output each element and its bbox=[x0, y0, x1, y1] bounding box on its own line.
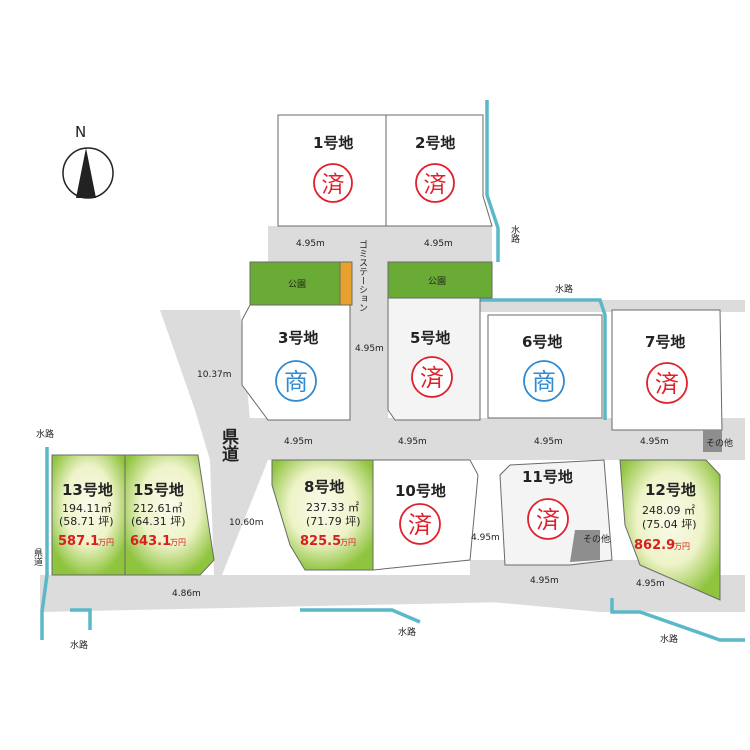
waterway-label-south-mid: 水路 bbox=[398, 626, 416, 638]
lot-12-area: 248.09 ㎡ bbox=[642, 504, 695, 517]
lot-13-unit: 万円 bbox=[98, 538, 114, 547]
other-label-lot11: その他 bbox=[583, 533, 610, 545]
lot-12-price: 862.9 bbox=[634, 538, 675, 553]
lot-3-status-text: 商 bbox=[284, 368, 308, 396]
lot-15-unit: 万円 bbox=[170, 538, 186, 547]
lot-3-status-mark: 商 bbox=[275, 360, 317, 402]
lot-11-label: 11号地 bbox=[522, 468, 573, 486]
garbage-station-label: ゴミステーション bbox=[357, 239, 367, 312]
waterway-label-south-left: 水路 bbox=[70, 639, 88, 651]
measure-12: 4.86m bbox=[172, 589, 201, 599]
waterway-label-east-upper: 水路 bbox=[555, 283, 573, 295]
lot-12-shape[interactable] bbox=[619, 459, 721, 601]
waterway-north bbox=[485, 100, 500, 262]
waterway-label-north: 水路 bbox=[509, 224, 520, 244]
waterway-south-mid bbox=[300, 608, 421, 624]
lot-13-price: 587.1 bbox=[58, 534, 99, 549]
lot-12-label: 12号地 bbox=[645, 481, 696, 499]
measure-8: 4.95m bbox=[640, 437, 669, 447]
prefectural-road-label: 県道 bbox=[218, 428, 239, 462]
prefectural-road-label-small: 県道 bbox=[32, 548, 43, 567]
measure-6: 4.95m bbox=[398, 437, 427, 447]
measure-9: 10.60m bbox=[229, 518, 264, 528]
compass-needle-icon bbox=[76, 148, 96, 198]
road-east-upper bbox=[480, 300, 745, 312]
map-labels: 1号地 2号地 3号地 5号地 6号地 7号地 8号地 10号地 11号地 12… bbox=[32, 134, 733, 651]
lot-15-price: 643.1 bbox=[130, 534, 171, 549]
lot-2-label: 2号地 bbox=[415, 134, 455, 152]
lot-6-status-text: 商 bbox=[532, 368, 556, 396]
measure-5: 4.95m bbox=[284, 437, 313, 447]
lot-13-area: 194.11㎡ bbox=[62, 502, 112, 515]
lot-3-label: 3号地 bbox=[278, 329, 318, 347]
waterway-label-west: 水路 bbox=[36, 428, 54, 440]
park-east-label: 公園 bbox=[428, 276, 446, 287]
lot-7-status-mark: 済 bbox=[646, 362, 688, 404]
lot-10-label: 10号地 bbox=[395, 482, 446, 500]
lot-5-status-mark: 済 bbox=[411, 356, 453, 398]
park-west-label: 公園 bbox=[288, 279, 306, 290]
lot-11-status-text: 済 bbox=[536, 506, 560, 534]
waterway-east-upper bbox=[480, 298, 607, 420]
measure-3: 4.95m bbox=[355, 344, 384, 354]
road-east-loop bbox=[470, 560, 745, 612]
prefectural-road-area bbox=[160, 310, 268, 600]
lot-8-unit: 万円 bbox=[340, 538, 356, 547]
lot-5-label: 5号地 bbox=[410, 329, 450, 347]
lot-7-label: 7号地 bbox=[645, 333, 685, 351]
lot-1-status-mark: 済 bbox=[313, 163, 353, 203]
lot-1-label: 1号地 bbox=[313, 134, 353, 152]
other-patch-east bbox=[703, 430, 722, 452]
lot-6-label: 6号地 bbox=[522, 333, 562, 351]
status-marks: 済 済 商 済 商 済 済 済 bbox=[275, 163, 688, 545]
garbage-station-patch bbox=[339, 261, 353, 306]
lot-12-tsubo: (75.04 坪) bbox=[642, 518, 697, 531]
waterways bbox=[40, 100, 745, 642]
lot-7-status-text: 済 bbox=[655, 370, 679, 398]
lot-2-status-mark: 済 bbox=[415, 163, 455, 203]
waterway-label-south-right: 水路 bbox=[660, 633, 678, 645]
lot-15-shape[interactable] bbox=[124, 454, 215, 576]
lot-8-area: 237.33 ㎡ bbox=[306, 501, 359, 514]
other-patch-lot11 bbox=[570, 530, 600, 562]
lot-12-unit: 万円 bbox=[674, 542, 690, 551]
lot-2-status-text: 済 bbox=[424, 172, 447, 198]
other-label-east: その他 bbox=[706, 437, 733, 449]
lot-15-area: 212.61㎡ bbox=[133, 502, 183, 515]
waterway-south-left bbox=[70, 608, 92, 630]
measure-1: 4.95m bbox=[296, 239, 325, 249]
compass: N bbox=[62, 123, 114, 199]
road-center-vertical bbox=[350, 226, 388, 430]
measure-10: 4.95m bbox=[471, 533, 500, 543]
lot-6-status-mark: 商 bbox=[523, 360, 565, 402]
lot-10-status-text: 済 bbox=[408, 511, 432, 539]
measure-2: 4.95m bbox=[424, 239, 453, 249]
lot-10-status-mark: 済 bbox=[399, 503, 441, 545]
lot-11-status-mark: 済 bbox=[527, 498, 569, 540]
lot-15-label: 15号地 bbox=[133, 481, 184, 499]
measure-11: 4.95m bbox=[530, 576, 559, 586]
measure-7: 4.95m bbox=[534, 437, 563, 447]
measure-13: 4.95m bbox=[636, 579, 665, 589]
lot-13-label: 13号地 bbox=[62, 481, 113, 499]
waterway-west bbox=[40, 447, 49, 640]
lot-8-tsubo: (71.79 坪) bbox=[306, 515, 361, 528]
measure-4: 10.37m bbox=[197, 370, 232, 380]
lot-8-price: 825.5 bbox=[300, 534, 341, 549]
lot-1-status-text: 済 bbox=[322, 172, 345, 198]
compass-label: N bbox=[75, 123, 86, 141]
park-east bbox=[387, 261, 493, 299]
lot-8-label: 8号地 bbox=[304, 478, 344, 496]
waterway-south-right bbox=[610, 598, 745, 642]
lot-13-tsubo: (58.71 坪) bbox=[59, 515, 114, 528]
lot-5-status-text: 済 bbox=[420, 364, 444, 392]
lot-15-tsubo: (64.31 坪) bbox=[131, 515, 186, 528]
